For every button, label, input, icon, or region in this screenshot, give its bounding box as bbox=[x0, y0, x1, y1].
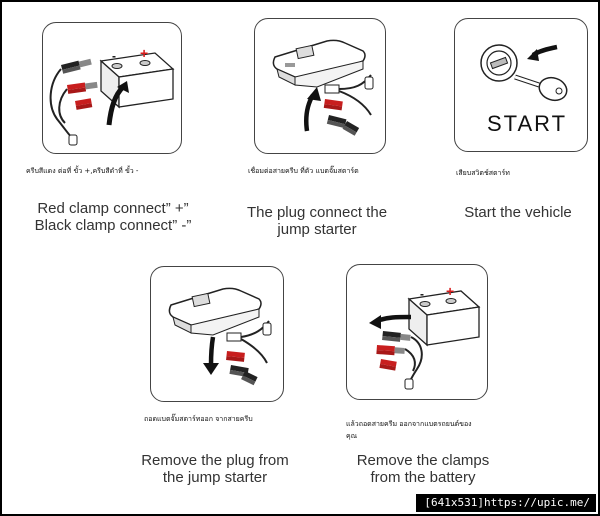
step-2-caption-line-2: jump starter bbox=[277, 221, 357, 238]
negative-terminal-label-5: - bbox=[420, 287, 424, 301]
step-4-caption-line-1: Remove the plug from bbox=[141, 452, 289, 469]
step-1-panel: - + bbox=[42, 22, 182, 154]
negative-terminal-label: - bbox=[112, 49, 116, 63]
step-1-thai-note: ครีบสีแดง ต่อที่ ขั้ว +,ครีบสีดำที่ ขั้ว… bbox=[26, 167, 139, 175]
step-5-caption-line-2: from the battery bbox=[370, 469, 476, 486]
step-4-caption-line-2: the jump starter bbox=[162, 469, 268, 486]
step-2-caption: The plug connect the jump starter bbox=[222, 204, 412, 238]
battery-remove-clamps-icon bbox=[369, 290, 481, 390]
step-5-thai-note: แล้วถอดสายครีม ออกจากแบตรถยนต์ของ คุณ bbox=[346, 418, 472, 442]
step-5-caption: Remove the clamps from the battery bbox=[328, 452, 518, 486]
step-4-panel bbox=[150, 266, 284, 402]
step-2-caption-line-1: The plug connect the bbox=[246, 204, 388, 221]
step-5-panel: - + bbox=[346, 264, 488, 400]
step-1-caption-line-1: Red clamp connect” +” bbox=[37, 200, 189, 217]
step-2-thai-note: เชื่อมต่อสายครีบ ที่ตัว แบตจั๊มสตาร์ต bbox=[248, 167, 359, 175]
ignition-key-icon bbox=[480, 44, 568, 102]
step-5-thai-line-1: แล้วถอดสายครีม ออกจากแบตรถยนต์ของ bbox=[346, 420, 472, 428]
step-3-caption-line-1: Start the vehicle bbox=[464, 204, 572, 221]
positive-terminal-label-5: + bbox=[446, 283, 455, 299]
battery-clamps-icon bbox=[49, 52, 175, 146]
jump-starter-unplug-icon bbox=[168, 287, 272, 386]
step-3-caption: Start the vehicle bbox=[438, 204, 598, 221]
step-2-panel bbox=[254, 18, 386, 154]
step-1-caption-line-2: Black clamp connect” -” bbox=[34, 217, 192, 234]
step-5-caption-line-1: Remove the clamps bbox=[356, 452, 490, 469]
step-3-panel: START bbox=[454, 18, 588, 152]
step-1-caption: Red clamp connect” +” Black clamp connec… bbox=[8, 200, 218, 234]
positive-terminal-label: + bbox=[140, 45, 149, 61]
start-label: START bbox=[487, 111, 568, 136]
step-3-thai-note: เสียบสวิตช์สตาร์ท bbox=[456, 169, 510, 177]
step-4-thai-note: ถอดแบตจั๊มสตาร์ทออก จากสายครีบ bbox=[144, 415, 253, 423]
watermark: [641x531]https://upic.me/ bbox=[416, 494, 596, 512]
jump-starter-plug-in-icon bbox=[272, 39, 374, 136]
step-4-caption: Remove the plug from the jump starter bbox=[120, 452, 310, 486]
step-5-thai-line-2: คุณ bbox=[346, 432, 358, 440]
